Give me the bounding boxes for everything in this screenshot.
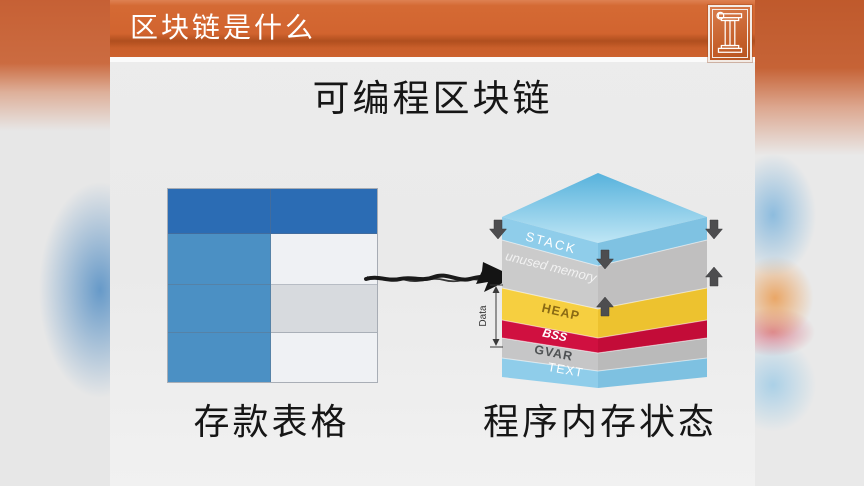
table-cell [271, 333, 377, 382]
memory-state-diagram: STACK unused memory HEAP BSS GVAR TEXT [478, 173, 724, 388]
blurred-backdrop-right [755, 0, 864, 486]
table-cell [271, 285, 377, 333]
table-cell [168, 189, 271, 234]
table-cell [168, 234, 271, 285]
down-arrow-icon [704, 219, 724, 240]
data-measure [490, 284, 503, 348]
text-label: TEXT [547, 360, 585, 380]
slide: 区块链是什么 可编程区块链 [110, 0, 755, 486]
table-cell [168, 333, 271, 382]
cube-top-face [502, 173, 707, 243]
table-caption: 存款表格 [193, 401, 350, 442]
memory-caption: 程序内存状态 [482, 401, 717, 442]
deposit-table [167, 188, 378, 383]
table-cell [271, 234, 377, 285]
memory-layer-bss [502, 320, 707, 353]
blurred-backdrop-left [0, 0, 110, 486]
memory-layer-gvar [502, 338, 707, 371]
university-logo-icon [708, 5, 752, 62]
memory-layer-heap [502, 288, 707, 338]
data-label: Data [478, 305, 489, 327]
down-arrow-icon [488, 219, 508, 240]
table-cell [168, 285, 271, 333]
up-arrow-icon [595, 296, 615, 317]
layer-seams [501, 239, 708, 372]
memory-layer-text [502, 358, 707, 388]
slide-title: 可编程区块链 [312, 78, 553, 119]
memory-layer-stack [502, 217, 707, 266]
hand-drawn-arrow-icon [364, 262, 515, 292]
down-arrow-icon [595, 249, 615, 270]
slide-header-title: 区块链是什么 [130, 12, 317, 43]
slide-header-bar: 区块链是什么 [110, 0, 755, 62]
bss-label: BSS [541, 326, 568, 345]
logo-inner-border [712, 9, 748, 58]
up-arrow-icon [704, 266, 724, 287]
column-i-icon [716, 11, 743, 53]
memory-layer-unused [502, 240, 707, 309]
table-cell [271, 189, 377, 234]
